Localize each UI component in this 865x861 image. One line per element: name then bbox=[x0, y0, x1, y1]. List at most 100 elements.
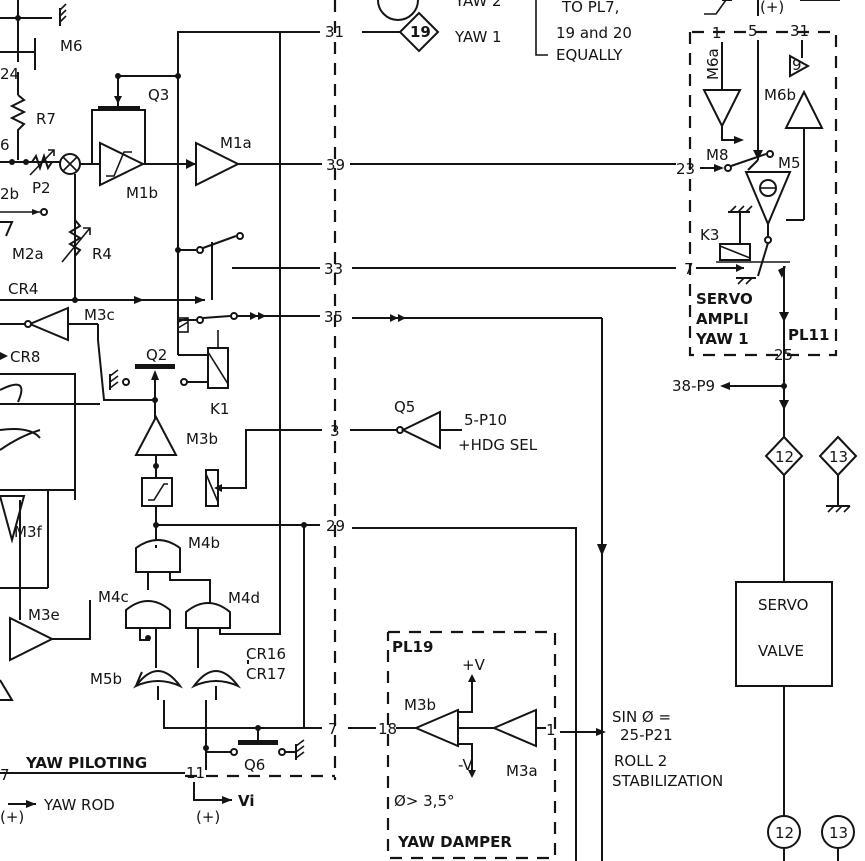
m2a-label: M2a bbox=[12, 245, 44, 263]
sin-label: SIN Ø = bbox=[612, 708, 671, 726]
q2-label: Q2 bbox=[146, 346, 167, 364]
pl11-pin-7: 7 bbox=[684, 260, 694, 278]
yaw1-diamond-label: 19 bbox=[410, 23, 431, 41]
yaw1-label: YAW 1 bbox=[454, 28, 502, 46]
pl19-boundary bbox=[386, 630, 557, 860]
p9-label: 38-P9 bbox=[672, 377, 715, 395]
pl11-yaw1-label: YAW 1 bbox=[695, 330, 749, 348]
pl19-m3b-amplifier bbox=[413, 708, 459, 748]
plus-b: (+) bbox=[196, 808, 220, 826]
phi-condition: Ø> 3,5° bbox=[394, 792, 455, 810]
m3c-label: M3c bbox=[84, 306, 115, 324]
threshold-block bbox=[141, 477, 173, 507]
pl19-pin-1: 1 bbox=[546, 721, 556, 739]
cr17-label: CR17 bbox=[246, 665, 286, 683]
m3b-amplifier bbox=[134, 414, 178, 456]
pl11-pin-1: 1 bbox=[712, 24, 722, 42]
minus-v-label: -V bbox=[458, 756, 474, 774]
m4d-label: M4d bbox=[228, 589, 260, 607]
m1a-label: M1a bbox=[220, 134, 252, 152]
m5b-label: M5b bbox=[90, 670, 122, 688]
m6a-amplifier bbox=[702, 89, 742, 129]
yaw-rod-label: YAW ROD bbox=[43, 796, 115, 814]
k3-label: K3 bbox=[700, 226, 719, 244]
frag-24: 24 bbox=[0, 65, 19, 83]
stabilization-label: STABILIZATION bbox=[612, 772, 723, 790]
pl19-m3b-label: M3b bbox=[404, 696, 436, 714]
note-line1: TO PL7, bbox=[561, 0, 619, 16]
pl19-pin-18: 18 bbox=[378, 720, 397, 738]
pin-35: 35 bbox=[324, 308, 343, 326]
m4d-gate bbox=[185, 602, 231, 629]
r7-label: R7 bbox=[36, 110, 56, 128]
q5-label: Q5 bbox=[394, 398, 415, 416]
m1a-amplifier bbox=[195, 141, 241, 187]
or-gate-right bbox=[190, 670, 242, 689]
hdg-label: +HDG SEL bbox=[458, 436, 538, 454]
note-line3: EQUALLY bbox=[556, 46, 623, 64]
circle-12-label: 12 bbox=[775, 824, 794, 842]
yaw2-label: YAW 2 bbox=[454, 0, 502, 10]
ampli-label: AMPLI bbox=[696, 310, 749, 328]
frag-7: 7 bbox=[0, 766, 10, 784]
pin-7: 7 bbox=[328, 720, 338, 738]
diamond-13-label: 13 bbox=[829, 448, 848, 466]
cr8-label: CR8 bbox=[10, 348, 40, 366]
pl19-label: PL19 bbox=[392, 638, 433, 656]
m3a-label: M3a bbox=[506, 762, 538, 780]
pin-33: 33 bbox=[324, 260, 343, 278]
p2-label: P2 bbox=[32, 179, 51, 197]
frag-9: 9 bbox=[792, 56, 802, 74]
m6-label: M6 bbox=[60, 37, 83, 55]
pl11-pin-25: 25 bbox=[774, 346, 793, 364]
roll-ref: 25-P21 bbox=[620, 726, 673, 744]
vi-label: Vi bbox=[238, 792, 255, 810]
m5-amplifier bbox=[744, 171, 792, 227]
servo-valve-line2: VALVE bbox=[758, 642, 804, 660]
q5-amplifier bbox=[400, 410, 441, 450]
m6a-label: M6a bbox=[704, 48, 722, 80]
m1b-amplifier bbox=[99, 141, 146, 187]
yaw-piloting-label: YAW PILOTING bbox=[25, 754, 147, 772]
m4b-label: M4b bbox=[188, 534, 220, 552]
m4c-gate bbox=[125, 600, 171, 629]
pl11-boundary bbox=[688, 30, 838, 357]
m1b-label: M1b bbox=[126, 184, 158, 202]
cr4-label: CR4 bbox=[8, 280, 38, 298]
k1-label: K1 bbox=[210, 400, 229, 418]
m4b-gate bbox=[135, 539, 181, 573]
r4-label: R4 bbox=[92, 245, 112, 263]
cr16-label: CR16 bbox=[246, 645, 286, 663]
plus-a: (+) bbox=[0, 808, 24, 826]
yaw1-diamond bbox=[398, 11, 440, 53]
m8-label: M8 bbox=[706, 146, 729, 164]
pin-39: 39 bbox=[326, 156, 345, 174]
pin-29: 29 bbox=[326, 517, 345, 535]
m4c-label: M4c bbox=[98, 588, 129, 606]
circle-13-label: 13 bbox=[829, 824, 848, 842]
m3e-label: M3e bbox=[28, 606, 60, 624]
plus-top: (+) bbox=[760, 0, 784, 16]
pin-3: 3 bbox=[330, 422, 340, 440]
plus-v-label: +V bbox=[462, 656, 486, 674]
frag-2b: 2b bbox=[0, 185, 19, 203]
servo-label: SERVO bbox=[696, 290, 753, 308]
q3-label: Q3 bbox=[148, 86, 169, 104]
note-line2: 19 and 20 bbox=[556, 24, 632, 42]
pl11-pin-5: 5 bbox=[748, 22, 758, 40]
m3b-label: M3b bbox=[186, 430, 218, 448]
servo-valve-line1: SERVO bbox=[758, 596, 808, 614]
m3e-amplifier bbox=[9, 616, 55, 662]
yaw-damper-label: YAW DAMPER bbox=[397, 833, 512, 851]
m5-label: M5 bbox=[778, 154, 801, 172]
pin-31: 31 bbox=[325, 23, 344, 41]
pl11-pin-31: 31 bbox=[790, 22, 809, 40]
q6-label: Q6 bbox=[244, 756, 265, 774]
hdg-ref: 5-P10 bbox=[464, 411, 507, 429]
frag-6: 6 bbox=[0, 136, 10, 154]
m6b-label: M6b bbox=[764, 86, 796, 104]
m5b-gate bbox=[132, 670, 184, 689]
pin-11: 11 bbox=[186, 764, 205, 782]
m3f-amplifier bbox=[0, 495, 26, 544]
